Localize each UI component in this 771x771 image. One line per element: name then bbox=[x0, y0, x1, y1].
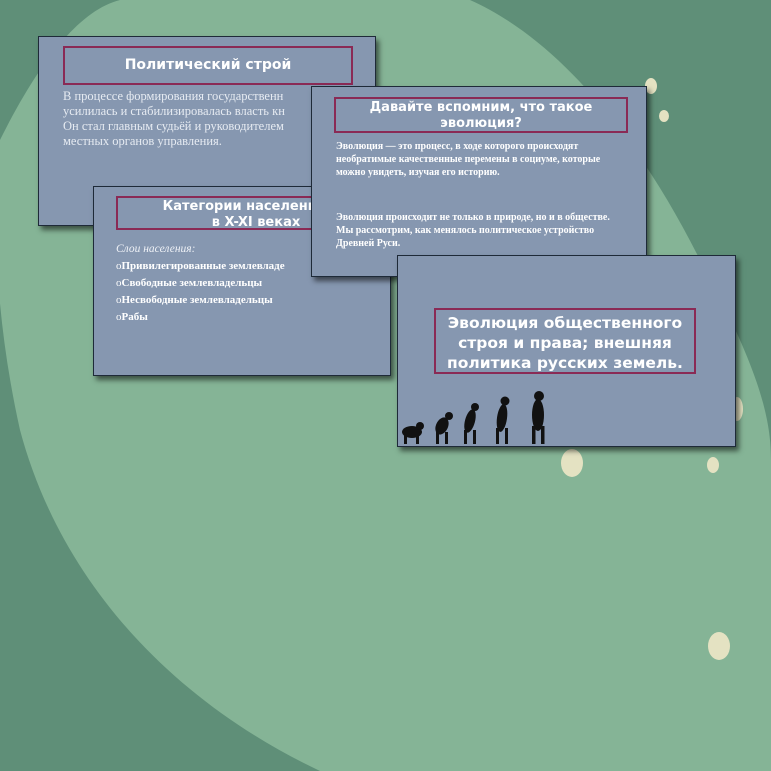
slide-body-text: В процессе формирования государственн ус… bbox=[63, 89, 285, 148]
slide-title-line: Давайте вспомним, что такое bbox=[369, 100, 593, 115]
list-item: oРабы bbox=[116, 311, 148, 323]
slide-title-line: в X-XI веках bbox=[211, 215, 301, 230]
slide-title: Политический строй bbox=[63, 46, 353, 85]
slide-title-line: политика русских земель. bbox=[447, 354, 683, 372]
list-item: oПривилегированные землевладе bbox=[116, 260, 285, 272]
slide-title: Эволюция общественного строя и права; вн… bbox=[434, 308, 696, 374]
bullet-icon: o bbox=[116, 260, 122, 272]
slide-title: Давайте вспомним, что такое эволюция? bbox=[334, 97, 628, 133]
list-item: oНесвободные землевладельцы bbox=[116, 294, 273, 306]
bullet-icon: o bbox=[116, 294, 122, 306]
slide-title-line: Эволюция общественного bbox=[447, 314, 683, 332]
slide-title-line: Категории населения Ки bbox=[162, 199, 350, 214]
slide-main-title[interactable]: Эволюция общественного строя и права; вн… bbox=[397, 255, 736, 447]
list-item: oСвободные землевладельцы bbox=[116, 277, 263, 289]
slide-title-line: эволюция? bbox=[440, 116, 522, 131]
bullet-icon: o bbox=[116, 311, 122, 323]
bullet-icon: o bbox=[116, 277, 122, 289]
slide-paragraph: Эволюция — это процесс, в ходе которого … bbox=[336, 141, 601, 178]
slide-subtitle: Слои населения: bbox=[116, 243, 196, 255]
slide-title-line: строя и права; внешняя bbox=[458, 334, 672, 352]
slide-population-categories[interactable]: Категории населения Ки в X-XI веках Слои… bbox=[93, 186, 391, 376]
slide-paragraph: Эволюция происходит не только в природе,… bbox=[336, 212, 610, 249]
slide-evolution-definition[interactable]: Давайте вспомним, что такое эволюция? Эв… bbox=[311, 86, 647, 277]
population-list: oПривилегированные землевладе oСвободные… bbox=[116, 260, 285, 328]
evolution-silhouette-icon bbox=[402, 391, 545, 444]
